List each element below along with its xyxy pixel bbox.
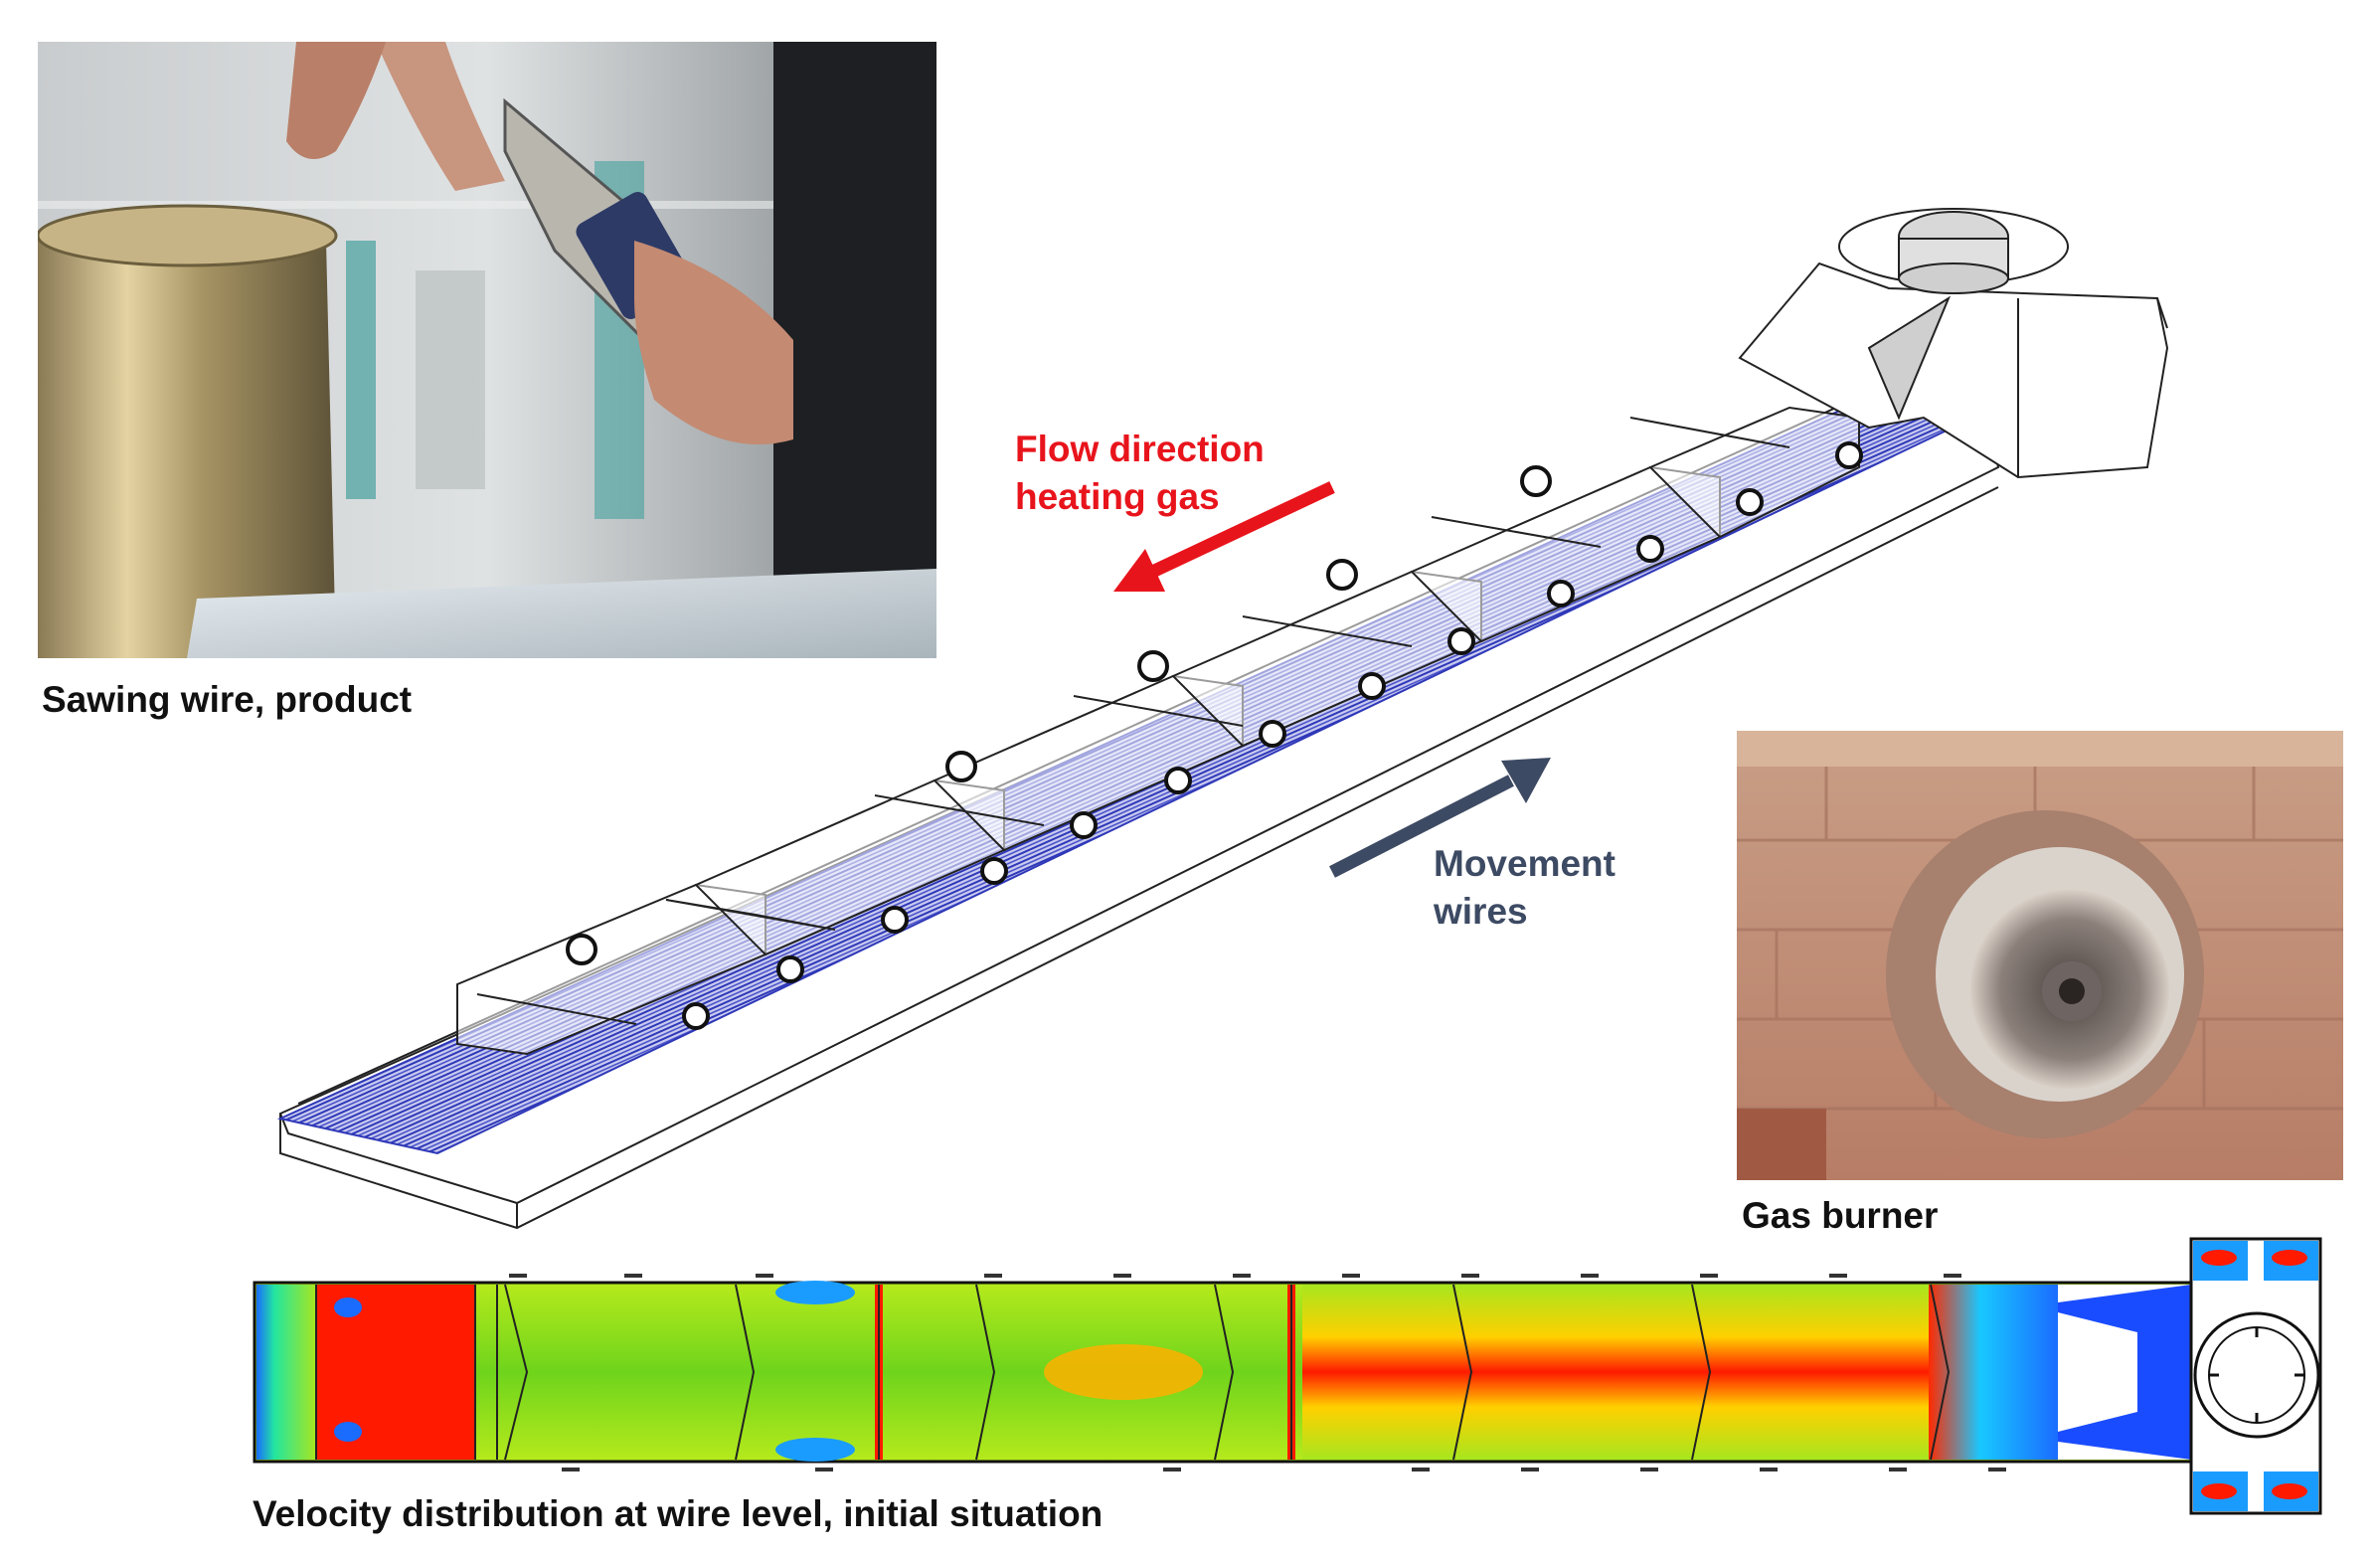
ports xyxy=(566,441,1863,1030)
hood-segments xyxy=(456,406,1860,1056)
gas-burner-photo-art xyxy=(1737,731,2343,1180)
velocity-caption: Velocity distribution at wire level, ini… xyxy=(253,1493,1104,1534)
gas-burner-photo xyxy=(1737,731,2343,1180)
movement-arrow xyxy=(1329,758,1551,878)
sawing-wire-caption: Sawing wire, product xyxy=(42,679,413,720)
flow-direction-line2: heating gas xyxy=(1015,476,1220,517)
flow-direction-label: Flow direction heating gas xyxy=(1015,426,1265,521)
flow-direction-arrow xyxy=(1113,481,1335,592)
burner-head xyxy=(1738,208,2169,479)
movement-label: Movement wires xyxy=(1434,840,1615,936)
flow-direction-line1: Flow direction xyxy=(1015,429,1265,469)
baffles xyxy=(476,417,1790,1025)
sawing-wire-photo-art xyxy=(38,42,936,658)
sawing-wire-photo xyxy=(38,42,936,658)
velocity-contour-plot xyxy=(253,1237,2322,1515)
gas-burner-caption: Gas burner xyxy=(1742,1195,1939,1236)
movement-line2: wires xyxy=(1434,891,1528,932)
movement-line1: Movement xyxy=(1434,843,1615,884)
